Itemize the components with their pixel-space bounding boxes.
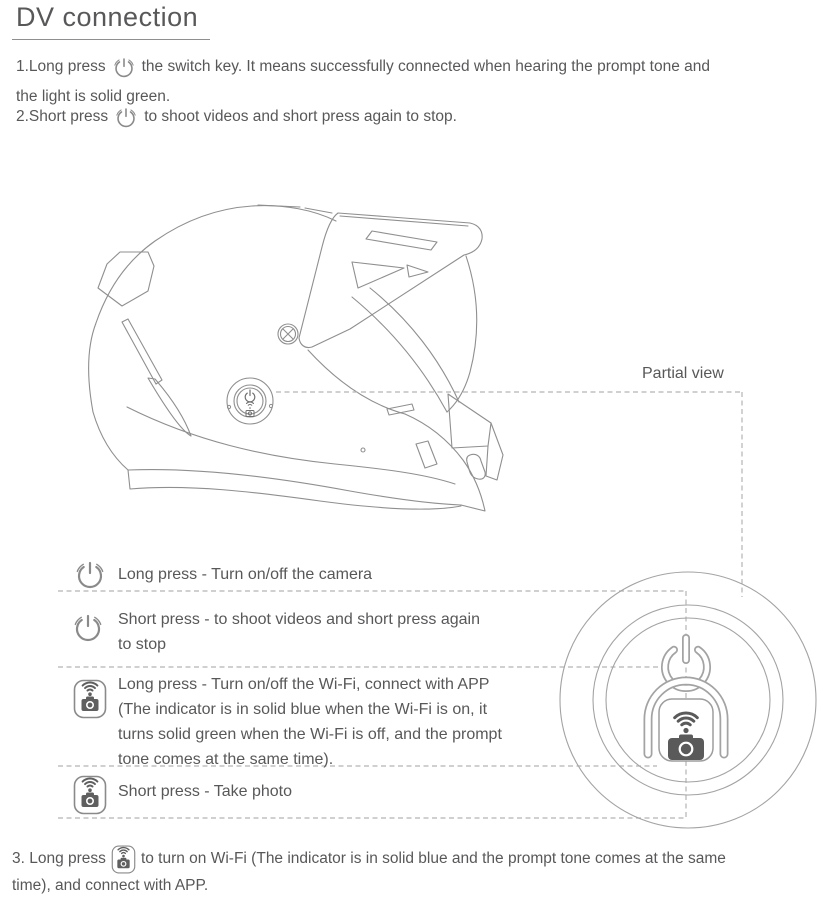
instruction-1-line-2: the light is solid green. xyxy=(16,88,171,105)
instruction-2-text: to shoot videos and short press again to… xyxy=(144,108,457,125)
button-arch xyxy=(643,676,729,759)
instruction-1-prefix: 1.Long press xyxy=(16,58,106,75)
wifi-camera-icon xyxy=(111,845,136,873)
instruction-2-prefix: 2.Short press xyxy=(16,108,109,125)
power-icon xyxy=(113,58,134,78)
power-icon xyxy=(661,634,711,693)
feature-row: Long press - Turn on/off the camera xyxy=(118,566,373,583)
wifi-camera-icon xyxy=(658,698,714,762)
partial-view-detail xyxy=(559,571,817,829)
page-title: DV connection xyxy=(16,2,199,32)
instruction-1-line-1: 1.Long press the switch key. It means su… xyxy=(16,52,710,82)
title-underline xyxy=(12,39,210,40)
instruction-3-text: to turn on Wi-Fi (The indicator is in so… xyxy=(140,850,726,867)
instruction-2-line: 2.Short press to shoot videos and short … xyxy=(16,102,457,132)
instruction-3-line-1: 3. Long press to turn on Wi-Fi (The indi… xyxy=(12,843,726,875)
instruction-3-line-2: time), and connect with APP. xyxy=(12,877,209,894)
power-icon xyxy=(116,108,136,128)
wifi-camera-icon xyxy=(73,679,107,719)
helmet-line-art xyxy=(88,204,504,512)
wifi-camera-icon xyxy=(73,775,107,815)
partial-view-label: Partial view xyxy=(642,365,724,382)
helmet-switch-button xyxy=(226,377,274,425)
power-icon xyxy=(70,609,106,645)
power-icon xyxy=(72,556,108,592)
instruction-3-prefix: 3. Long press xyxy=(12,850,106,867)
feature-row: Short press - Take photo xyxy=(118,783,293,800)
instruction-1-text: the switch key. It means successfully co… xyxy=(141,58,710,75)
feature-row: Short press - to shoot videos and short … xyxy=(118,611,480,653)
feature-row: Long press - Turn on/off the Wi-Fi, conn… xyxy=(118,676,502,768)
